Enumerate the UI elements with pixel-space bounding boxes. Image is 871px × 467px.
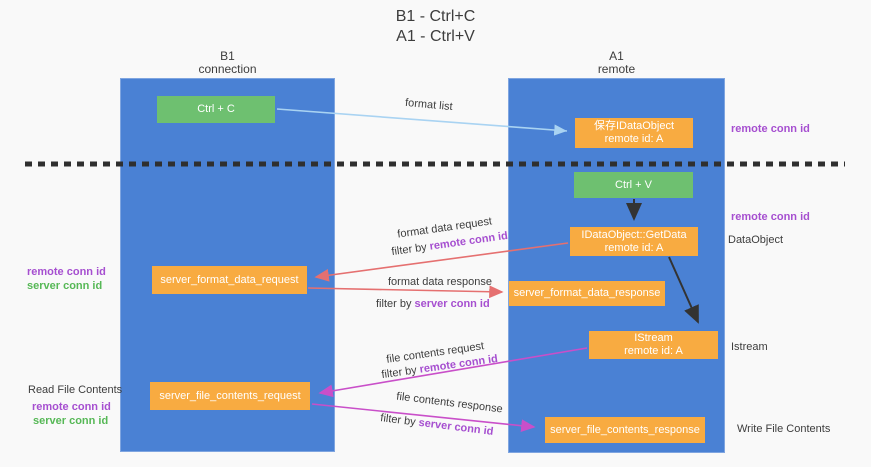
label-left-remote-conn-id: remote conn id bbox=[27, 266, 106, 278]
arrow-format-data-response bbox=[307, 285, 504, 299]
node-server-file-contents-response-label: server_file_contents_response bbox=[550, 423, 700, 436]
lifeline-b1-role: connection bbox=[198, 62, 257, 76]
label-filter-by-server-conn-id-2: filter by server conn id bbox=[380, 412, 494, 438]
label-format-list: format list bbox=[404, 96, 454, 114]
node-istream-line1: IStream bbox=[634, 332, 673, 344]
node-istream-line2: remote id: A bbox=[624, 345, 683, 357]
node-ctrl-c-label: Ctrl + C bbox=[197, 103, 235, 115]
label-write-file-contents: Write File Contents bbox=[737, 423, 831, 435]
label-istream: Istream bbox=[731, 341, 768, 353]
node-ctrl-c: Ctrl + C bbox=[157, 96, 275, 123]
node-save-dataobject-line2: remote id: A bbox=[604, 133, 664, 145]
label-filter-by-server-conn-id-1: filter by server conn id bbox=[376, 298, 490, 310]
label-left-remote-conn-id-2: remote conn id bbox=[32, 401, 111, 413]
filter-by-text: filter by bbox=[379, 412, 420, 429]
title-line-2: A1 - Ctrl+V bbox=[396, 28, 475, 45]
node-server-file-contents-response: server_file_contents_response bbox=[545, 417, 705, 443]
node-server-format-data-request-label: server_format_data_request bbox=[160, 273, 299, 286]
label-format-data-response: format data response bbox=[388, 276, 492, 288]
label-left-server-conn-id-2: server conn id bbox=[33, 415, 109, 427]
node-server-format-data-response-label: server_format_data_response bbox=[513, 287, 661, 299]
server-conn-id-text: server conn id bbox=[417, 416, 495, 438]
lifeline-b1-name: B1 bbox=[220, 49, 235, 63]
node-save-dataobject-line1: 保存IDataObject bbox=[593, 120, 675, 132]
label-read-file-contents: Read File Contents bbox=[28, 384, 123, 396]
node-getdata-line2: remote id: A bbox=[604, 241, 664, 254]
node-server-file-contents-request: server_file_contents_request bbox=[150, 382, 310, 410]
lifeline-header-a1: A1 remote bbox=[508, 50, 725, 76]
node-save-dataobject: 保存IDataObject remote id: A bbox=[575, 118, 693, 148]
filter-by-text: filter by bbox=[390, 240, 431, 259]
diagram-title: B1 - Ctrl+C A1 - Ctrl+V bbox=[0, 7, 871, 47]
label-left-server-conn-id: server conn id bbox=[27, 280, 103, 292]
label-right-remote-conn-id-2: remote conn id bbox=[731, 211, 810, 223]
filter-by-text: filter by bbox=[380, 363, 421, 382]
label-right-remote-conn-id-1: remote conn id bbox=[731, 123, 810, 135]
node-getdata: IDataObject::GetData remote id: A bbox=[570, 227, 698, 256]
node-server-format-data-request: server_format_data_request bbox=[152, 266, 307, 294]
label-file-contents-response: file contents response bbox=[395, 390, 504, 416]
node-ctrl-v-label: Ctrl + V bbox=[615, 178, 652, 191]
filter-by-text: filter by bbox=[376, 298, 415, 310]
lifeline-a1-role: remote bbox=[597, 62, 636, 76]
server-conn-id-text: server conn id bbox=[414, 298, 490, 310]
label-dataobject: DataObject bbox=[728, 234, 784, 246]
title-line-1: B1 - Ctrl+C bbox=[395, 8, 476, 25]
node-ctrl-v: Ctrl + V bbox=[574, 172, 693, 198]
node-getdata-line1: IDataObject::GetData bbox=[581, 228, 687, 241]
lifeline-a1-name: A1 bbox=[609, 49, 624, 63]
node-istream: IStream remote id: A bbox=[589, 331, 718, 359]
node-server-file-contents-request-label: server_file_contents_request bbox=[159, 389, 301, 402]
node-server-format-data-response: server_format_data_response bbox=[509, 281, 665, 306]
lifeline-header-b1: B1 connection bbox=[120, 50, 335, 76]
